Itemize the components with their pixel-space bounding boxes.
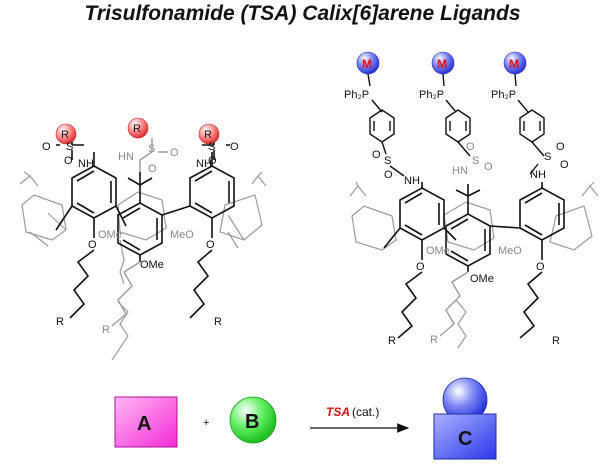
s-label-r-left: S	[384, 155, 391, 167]
ph2p-label-left: Ph₂P	[344, 89, 369, 101]
chain-r-r-left: R	[388, 335, 396, 347]
metal-ball-left-label: M	[362, 57, 372, 71]
nh-label-left: NH	[78, 158, 94, 170]
reactant-b-sphere	[229, 396, 277, 444]
right-middle-chain	[439, 271, 469, 337]
r-ball-right-label: R	[204, 129, 212, 141]
o-label-ether-right: O	[206, 239, 215, 251]
o-label-4: O	[148, 163, 157, 175]
s-label-middle: S	[148, 143, 155, 155]
o-label-r-ether-right: O	[536, 261, 545, 273]
r-ball-left-label: R	[61, 129, 69, 141]
o-label-r2: O	[384, 169, 393, 181]
scheme-title: Trisulfonamide (TSA) Calix[6]arene Ligan…	[84, 2, 521, 25]
o-label-r3: O	[466, 141, 475, 153]
product-label: C	[458, 428, 472, 450]
o-label-ether-left: O	[88, 239, 97, 251]
reactant-a-label: A	[137, 413, 151, 435]
o-label-6: O	[208, 155, 217, 167]
r-ball-middle-label: R	[133, 123, 141, 135]
ome-label-middle: OMe	[140, 259, 164, 271]
o-label-2: O	[64, 155, 73, 167]
o-label-1: O	[42, 141, 51, 153]
s-label-left: S	[66, 141, 73, 153]
ph2p-label-middle: Ph₂P	[419, 89, 444, 101]
r-ball-middle	[127, 117, 149, 139]
reactant-b-label: B	[245, 411, 259, 433]
r-ball-right	[198, 123, 220, 145]
meo-label-r-right: MeO	[498, 245, 522, 257]
catalyst-suffix: (cat.)	[352, 405, 379, 419]
o-label-5: O	[230, 141, 239, 153]
right-calixarene-ligand: M M M Ph₂P Ph₂P Ph₂P O S O	[344, 51, 599, 349]
chain-r-left: R	[56, 316, 64, 328]
hn-label-r-middle: HN	[452, 165, 468, 177]
ome-label-r-left: OMe	[426, 245, 450, 257]
o-label-3: O	[170, 147, 179, 159]
chain-r-right: R	[214, 316, 222, 328]
left-middle-sulfonamide	[111, 138, 168, 327]
right-phenyl-linkers	[367, 73, 545, 177]
nh-label-right: NH	[196, 158, 212, 170]
o-label-r5: O	[556, 141, 565, 153]
chain-r-r-middle: R	[430, 334, 438, 346]
right-background-arenes	[349, 181, 599, 349]
s-label-r-middle: S	[472, 155, 479, 167]
ph2p-label-right: Ph₂P	[491, 89, 516, 101]
metal-ball-middle-label: M	[437, 57, 447, 71]
ome-label-left: OMe	[98, 229, 122, 241]
metal-ball-right-label: M	[509, 57, 519, 71]
left-calixarene-ligand: R R R O S O NH HN S O O NH S O O O OMe O…	[19, 117, 267, 361]
nh-label-r-left: NH	[404, 175, 420, 187]
hn-label-middle: HN	[118, 151, 134, 163]
chain-r-r-right: R	[552, 335, 560, 347]
o-label-r4: O	[484, 161, 493, 173]
right-front-arenes	[383, 182, 565, 339]
left-background-arenes	[19, 171, 267, 361]
plus-sign: +	[203, 417, 209, 429]
product-box	[433, 413, 497, 460]
o-label-r1: O	[372, 149, 381, 161]
nh-label-r-right: NH	[530, 169, 546, 181]
catalyst-name: TSA	[326, 405, 350, 419]
r-ball-left	[55, 123, 77, 145]
ome-label-r-middle: OMe	[470, 273, 494, 285]
chain-r-middle: R	[102, 324, 110, 336]
meo-label-right: MeO	[170, 229, 194, 241]
s-label-right: S	[208, 141, 215, 153]
o-label-r-ether-left: O	[416, 261, 425, 273]
s-label-r-right: S	[544, 151, 551, 163]
o-label-r6: O	[560, 159, 569, 171]
reactant-a-box	[114, 396, 178, 448]
reaction-scheme: A + B TSA (cat.) C	[114, 377, 497, 460]
